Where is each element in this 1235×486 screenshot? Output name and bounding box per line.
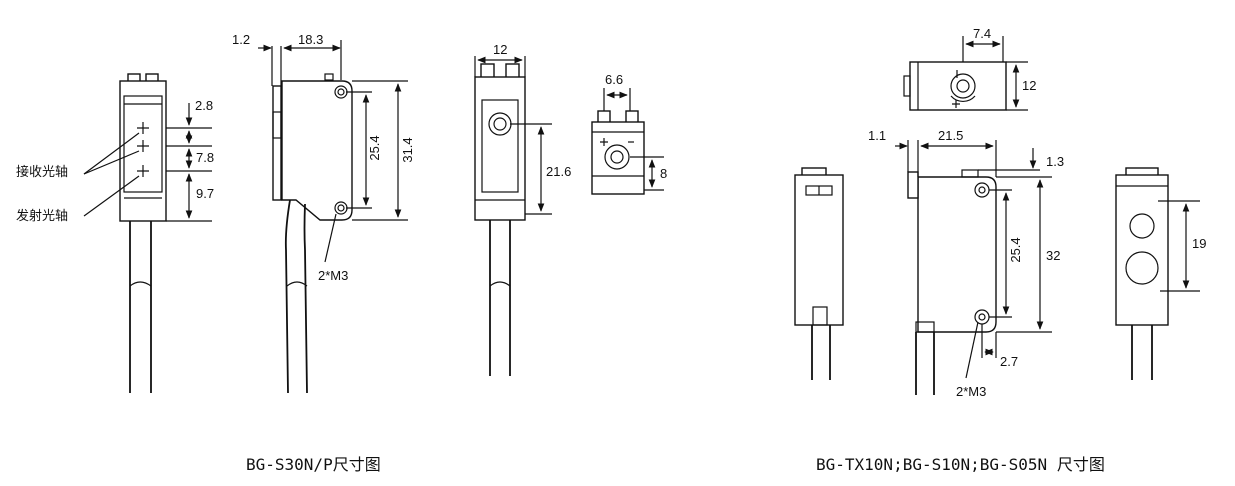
label-m3-left: 2*M3 <box>318 268 348 283</box>
caption-left: BG-S30N/P尺寸图 <box>246 455 381 474</box>
dim-2-7: 2.7 <box>1000 354 1018 369</box>
dim-19: 19 <box>1192 236 1206 251</box>
tx10-top-view: 7.4 12 <box>903 26 1036 111</box>
dim-32: 32 <box>1046 248 1060 263</box>
dim-9-7: 9.7 <box>196 186 214 201</box>
caption-right: BG-TX10N;BG-S10N;BG-S05N 尺寸图 <box>816 455 1105 474</box>
dim-8: 8 <box>660 166 667 181</box>
dim-21-6: 21.6 <box>546 164 571 179</box>
tx10-rear-view: 19 <box>1115 167 1206 380</box>
dim-18-3: 18.3 <box>298 32 323 47</box>
dim-6-6: 6.6 <box>605 72 623 87</box>
dim-21-5: 21.5 <box>938 128 963 143</box>
dim-31-4: 31.4 <box>400 137 415 162</box>
label-receive-axis: 接收光轴 <box>16 164 68 180</box>
dim-1-1: 1.1 <box>868 128 886 143</box>
dim-12-right: 12 <box>1022 78 1036 93</box>
dim-1-2: 1.2 <box>232 32 250 47</box>
s30-front-view: 2.8 7.8 9.7 接收光轴 发射光轴 <box>16 73 214 393</box>
s30-side-view: 1.2 18.3 25.4 31.4 2*M3 <box>232 32 415 394</box>
tx10-front-view <box>794 167 844 380</box>
dim-2-8: 2.8 <box>195 98 213 113</box>
tx10-side-view: 1.1 21.5 1.3 25.4 32 2.7 2*M3 <box>868 128 1064 399</box>
dim-12-left: 12 <box>493 42 507 57</box>
label-m3-right: 2*M3 <box>956 384 986 399</box>
s30-bottom-view: 6.6 8 <box>591 72 667 195</box>
s30-rear-view: 12 21.6 <box>474 42 571 376</box>
dim-25-4-left: 25.4 <box>367 135 382 160</box>
dim-25-4-right: 25.4 <box>1008 237 1023 262</box>
label-emit-axis: 发射光轴 <box>16 208 68 224</box>
dim-7-4: 7.4 <box>973 26 991 41</box>
dim-1-3: 1.3 <box>1046 154 1064 169</box>
dim-7-8: 7.8 <box>196 150 214 165</box>
